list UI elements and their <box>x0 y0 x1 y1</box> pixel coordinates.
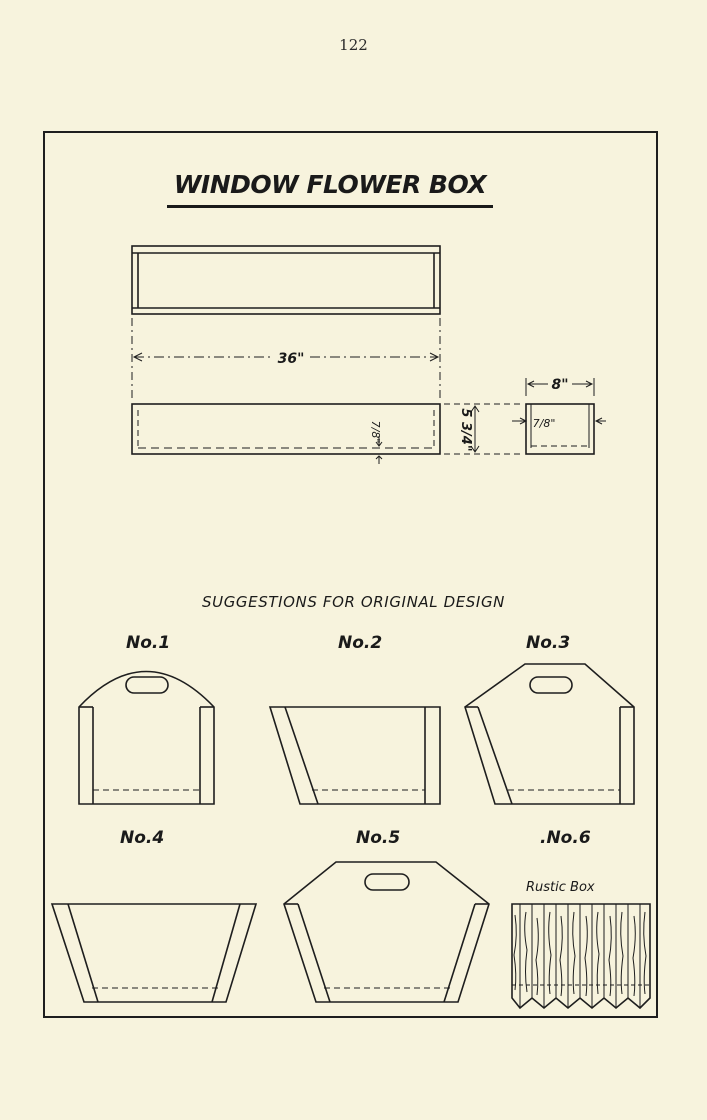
top-view <box>131 245 441 315</box>
design-label-no2: No.2 <box>338 633 383 653</box>
extension-lines <box>131 318 441 402</box>
board-thickness-label: 7/8" <box>369 421 382 444</box>
rustic-box-caption: Rustic Box <box>526 880 595 895</box>
design-label-no4: No.4 <box>120 828 165 848</box>
title-underline <box>167 205 493 208</box>
height-dimension-label: 5 3/4" <box>458 408 473 451</box>
end-board-thickness-label: 7/8" <box>533 417 556 430</box>
end-width-dimension-label: 8" <box>551 377 568 393</box>
design-no2-drawing <box>268 706 441 805</box>
design-no3-drawing <box>464 663 635 805</box>
design-no6-drawing <box>511 903 651 1010</box>
design-label-no3: No.3 <box>526 633 571 653</box>
side-view <box>131 403 441 464</box>
length-dimension-line <box>132 352 440 362</box>
length-dimension-label: 36" <box>278 351 305 367</box>
page-number: 122 <box>339 36 368 54</box>
suggestions-heading: SUGGESTIONS FOR ORIGINAL DESIGN <box>202 593 505 611</box>
plate-frame <box>43 131 658 1018</box>
design-no5-drawing <box>283 861 490 1003</box>
design-label-no5: No.5 <box>356 828 401 848</box>
height-dimension <box>444 403 520 455</box>
design-label-no1: No.1 <box>126 633 171 653</box>
design-no4-drawing <box>50 903 258 1003</box>
design-no1-drawing <box>78 670 215 805</box>
plate-title: WINDOW FLOWER BOX <box>173 170 487 199</box>
end-view <box>512 378 606 455</box>
design-label-no6: .No.6 <box>540 828 591 848</box>
